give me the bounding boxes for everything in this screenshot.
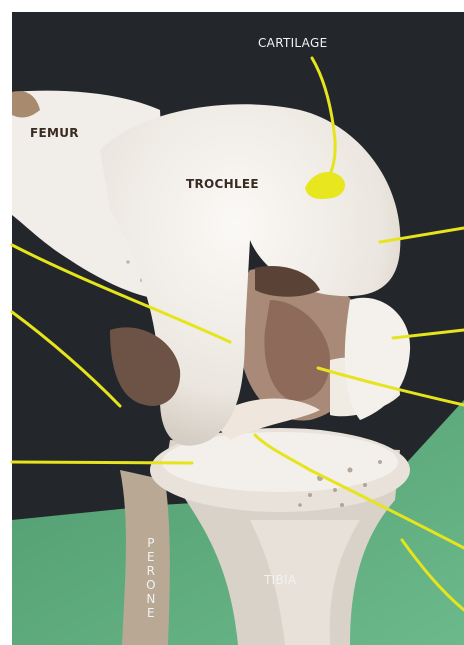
cartilage-label: CARTILAGE: [258, 36, 327, 50]
trochlee-label: TROCHLEE: [186, 177, 259, 191]
tibia-label: TIBIA: [264, 573, 296, 587]
femur-label: FEMUR: [30, 126, 79, 140]
perone-label: PERONE: [144, 536, 158, 620]
leader-line-left-3: [12, 462, 192, 463]
